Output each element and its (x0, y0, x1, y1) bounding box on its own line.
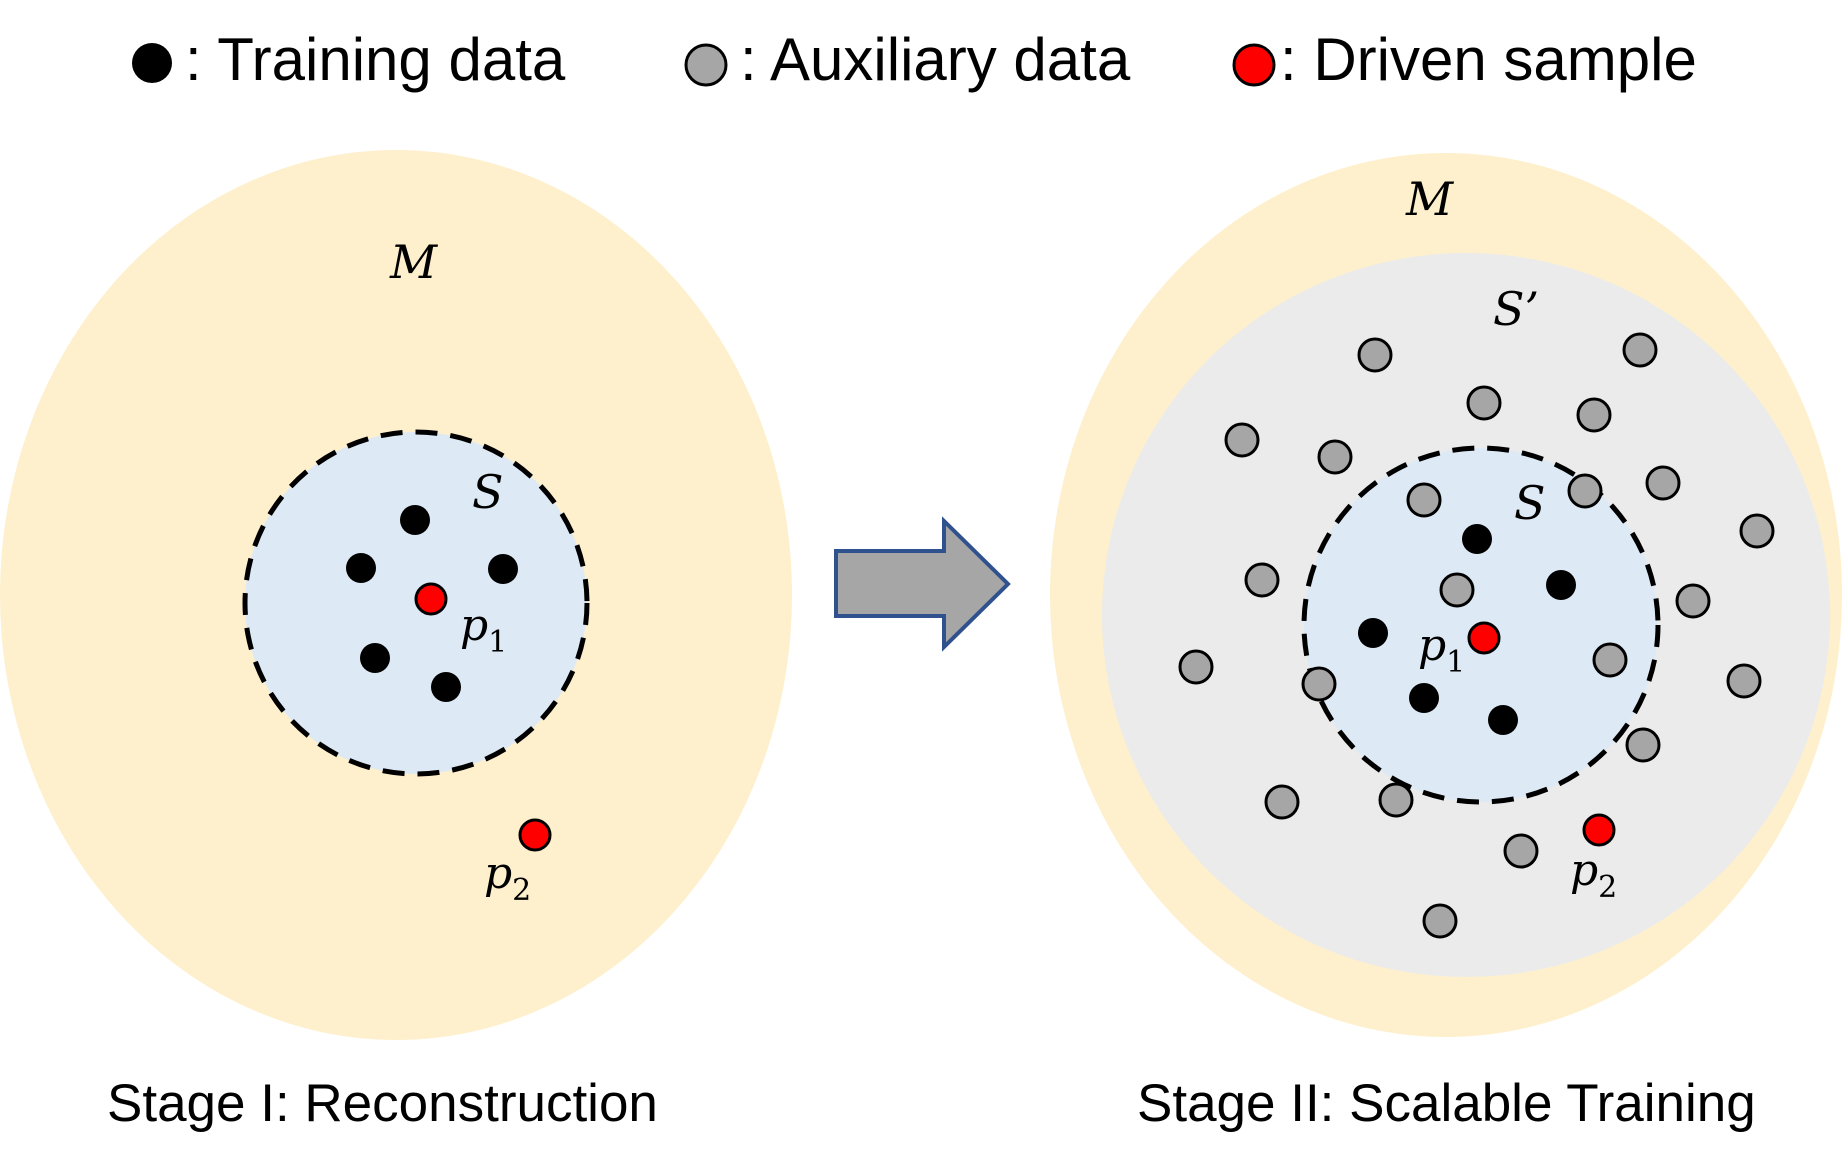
stage1-p2-base: p (484, 848, 512, 899)
auxiliary-point (1645, 465, 1681, 501)
training-point (1488, 705, 1518, 735)
training-point (1409, 683, 1439, 713)
auxiliary-point (1576, 397, 1612, 433)
auxiliary-point (1726, 663, 1762, 699)
legend-auxiliary-label: : Auxiliary data (740, 26, 1131, 93)
auxiliary-point (1301, 666, 1337, 702)
right-arrow-icon (834, 516, 1011, 652)
auxiliary-point (1406, 482, 1442, 518)
legend-training-dot (132, 43, 172, 83)
stage2-p1-label: p1 (1418, 620, 1465, 680)
stage2-p1-subscript: 1 (1446, 645, 1465, 680)
stage2-panel: M S’ S (1050, 153, 1842, 1133)
stage2-auxiliary-points (1178, 332, 1775, 939)
auxiliary-point (1592, 642, 1628, 678)
auxiliary-point (1317, 439, 1353, 475)
training-point (346, 553, 376, 583)
stage2-training-points (1358, 524, 1576, 735)
training-point (1358, 618, 1388, 648)
auxiliary-point (1224, 422, 1260, 458)
legend-driven-dot (1232, 43, 1276, 87)
auxiliary-point (1264, 784, 1300, 820)
stage2-p2-subscript: 2 (1598, 870, 1617, 905)
training-point (400, 505, 430, 535)
legend-auxiliary-dot (684, 43, 728, 87)
stage1-training-points (346, 505, 518, 702)
stage1-driven-sample-p2 (518, 818, 552, 852)
stage1-p2-label: p2 (484, 848, 531, 908)
auxiliary-point (1244, 562, 1280, 598)
stage1-caption: Stage I: Reconstruction (107, 1074, 658, 1133)
legend-driven-label: : Driven sample (1280, 26, 1697, 93)
training-point (1462, 524, 1492, 554)
legend-training-label: : Training data (185, 26, 566, 93)
stage2-driven-sample-p2 (1582, 813, 1616, 847)
stage1-p1-label: p1 (460, 600, 507, 660)
stage2-driven-sample-p1 (1467, 621, 1501, 655)
stage1-manifold-label: M (389, 235, 439, 289)
stage1-panel: M S p1 p2 Stage I: Reconstruction (0, 150, 792, 1133)
stage2-expanded-label: S’ (1493, 282, 1539, 336)
stage1-subset-label: S (472, 465, 504, 519)
auxiliary-point (1675, 583, 1711, 619)
training-point (488, 554, 518, 584)
auxiliary-point (1739, 513, 1775, 549)
auxiliary-point (1466, 385, 1502, 421)
stage2-manifold-label: M (1405, 172, 1455, 226)
legend: : Training data : Auxiliary data : Drive… (132, 26, 1697, 93)
auxiliary-point (1422, 903, 1458, 939)
training-point (360, 643, 390, 673)
stage2-caption: Stage II: Scalable Training (1137, 1074, 1756, 1133)
training-point (1546, 570, 1576, 600)
stage2-p1-base: p (1418, 620, 1446, 671)
stage1-p1-base: p (460, 600, 488, 651)
auxiliary-point (1622, 332, 1658, 368)
auxiliary-point (1378, 782, 1414, 818)
stage2-p2-label: p2 (1570, 845, 1617, 905)
stage2-p2-base: p (1570, 845, 1598, 896)
auxiliary-point (1178, 649, 1214, 685)
training-point (431, 672, 461, 702)
auxiliary-point (1567, 473, 1603, 509)
auxiliary-point (1503, 833, 1539, 869)
auxiliary-point (1357, 337, 1393, 373)
auxiliary-point (1625, 727, 1661, 763)
stage1-p2-subscript: 2 (512, 873, 531, 908)
stage2-subset-label: S (1514, 476, 1546, 530)
auxiliary-point (1439, 572, 1475, 608)
stage1-driven-sample-p1 (414, 582, 448, 616)
stage1-p1-subscript: 1 (488, 625, 507, 660)
